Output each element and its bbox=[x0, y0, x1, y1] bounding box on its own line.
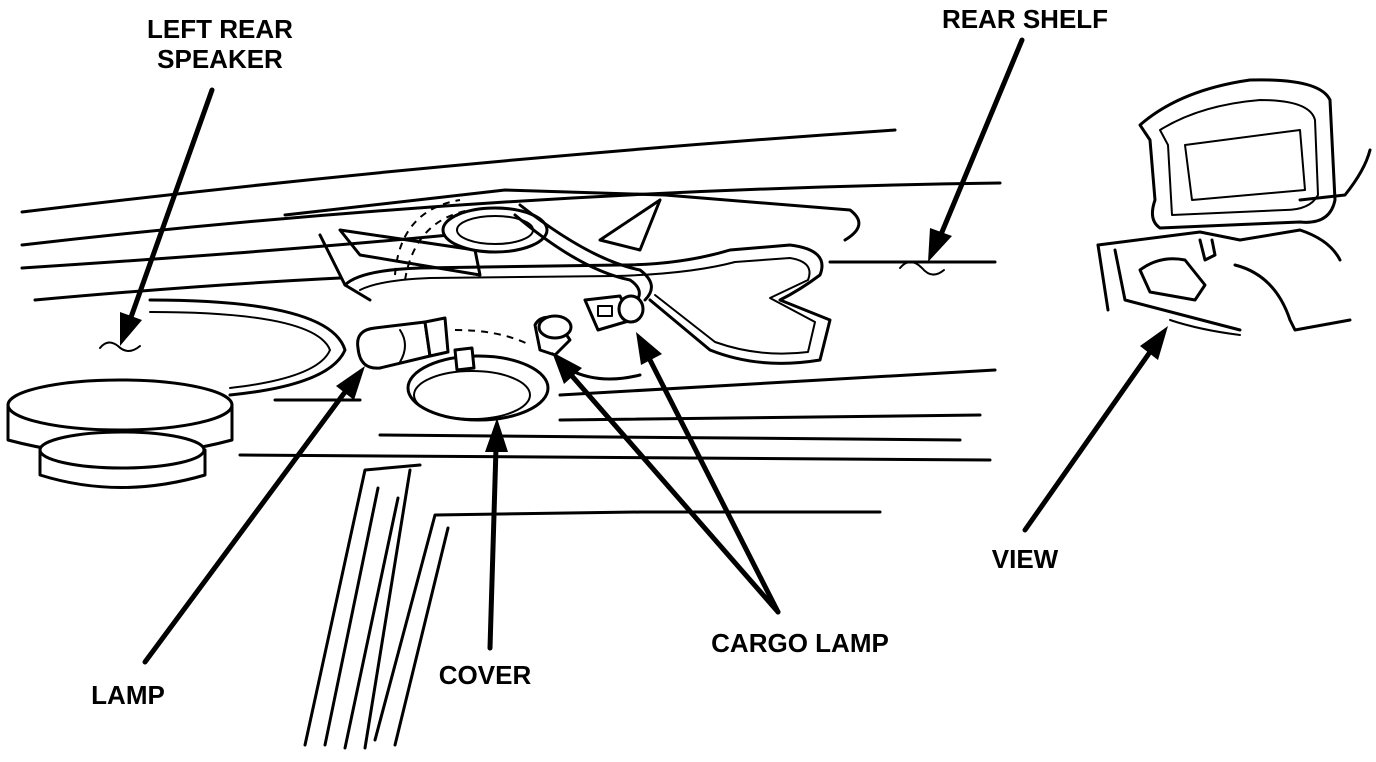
label-left-rear-speaker-line2: SPEAKER bbox=[157, 44, 283, 74]
leader-arrows bbox=[120, 37, 1168, 665]
arrowhead-rear-shelf bbox=[928, 228, 952, 262]
leader-lamp bbox=[142, 389, 348, 665]
arrowhead-cargo-lamp-1 bbox=[552, 352, 582, 384]
label-rear-shelf: REAR SHELF bbox=[941, 4, 1109, 34]
leader-cargo-lamp-2 bbox=[647, 357, 781, 615]
label-left-rear-speaker: LEFT REAR SPEAKER bbox=[130, 14, 310, 74]
arrowhead-cover bbox=[485, 418, 508, 452]
lamp-housing bbox=[283, 188, 861, 381]
door-frame bbox=[303, 463, 642, 750]
lamp-bulb bbox=[356, 316, 450, 370]
speaker-opening bbox=[148, 298, 347, 397]
arrowhead-lamp bbox=[336, 366, 365, 400]
arrowhead-view bbox=[1140, 326, 1168, 360]
leader-cargo-lamp-1 bbox=[569, 373, 781, 615]
leader-left-rear-speaker bbox=[127, 87, 215, 323]
section-view bbox=[1096, 78, 1372, 336]
leader-view bbox=[1022, 349, 1153, 533]
arrowhead-left-rear-speaker bbox=[120, 312, 142, 346]
shelf-tilde-marker bbox=[899, 261, 945, 276]
speaker-opening-inner bbox=[149, 311, 331, 389]
label-view: VIEW bbox=[991, 544, 1059, 574]
leader-rear-shelf bbox=[939, 37, 1025, 235]
left-rear-speaker bbox=[6, 378, 234, 489]
leader-cover bbox=[487, 445, 499, 651]
cargo-lamp-sockets bbox=[533, 294, 645, 357]
speaker-tilde-marker bbox=[99, 341, 141, 352]
arrowhead-cargo-lamp-2 bbox=[636, 332, 662, 365]
label-lamp: LAMP bbox=[91, 680, 165, 710]
label-cargo-lamp: CARGO LAMP bbox=[711, 628, 889, 658]
label-left-rear-speaker-line1: LEFT REAR bbox=[147, 14, 293, 44]
cover-lens bbox=[406, 346, 550, 422]
wiring bbox=[394, 199, 653, 346]
label-cover: COVER bbox=[438, 660, 532, 690]
